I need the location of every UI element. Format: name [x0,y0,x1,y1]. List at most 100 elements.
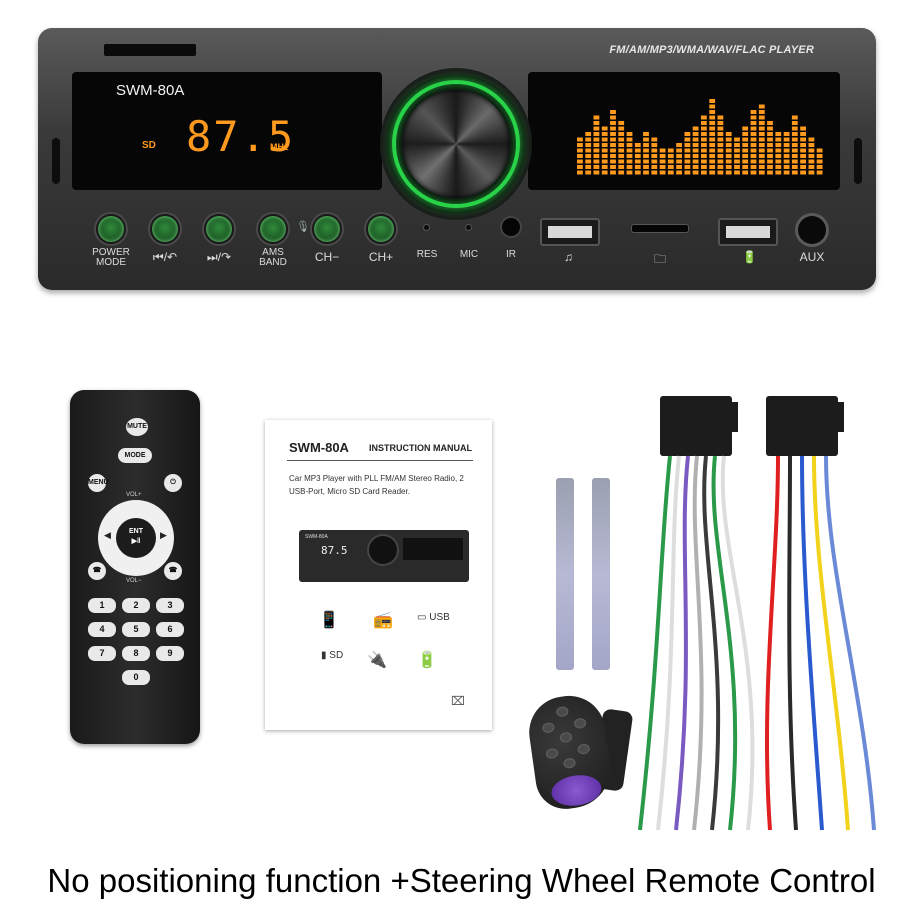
prev-track-button[interactable] [150,214,180,244]
remote-answer-call-button[interactable]: ☎ [88,562,106,580]
eq-bar-segment [791,132,798,136]
eq-bar-segment [593,121,600,125]
micro-sd-slot[interactable] [632,225,688,232]
remote-key-7[interactable]: 7 [88,646,116,661]
manual-feature-icons: 📱 📻 ▭ USB ▮ SD 🔌 🔋 [319,610,459,700]
dpad-right-icon[interactable]: ▶ [160,530,167,540]
knob-led-ring [392,80,520,208]
remote-key-9[interactable]: 9 [156,646,184,661]
remote-key-1[interactable]: 1 [88,598,116,613]
eq-bar-segment [734,143,740,147]
eq-bar-segment [593,137,600,142]
remote-key-5[interactable]: 5 [122,622,150,637]
eq-bar-segment [701,115,707,120]
remote-key-0[interactable]: 0 [122,670,150,685]
eq-bar-segment [692,137,699,142]
manual-title: INSTRUCTION MANUAL [369,443,472,453]
eq-bar-segment [610,121,616,125]
eq-bar-segment [684,148,691,153]
eq-bar-segment [758,126,765,131]
eq-bar-segment [808,154,815,158]
prev-track-label: ⏮/↶ [152,250,178,264]
eq-bar-segment [717,154,724,158]
remote-key-8[interactable]: 8 [122,646,150,661]
eq-bar-segment [618,170,625,175]
dpad-left-icon[interactable]: ◀ [104,530,111,540]
remote-menu-button[interactable]: MENU [88,474,109,492]
eq-bar-segment [618,121,625,125]
remote-key-2[interactable]: 2 [122,598,150,613]
remote-power-button[interactable]: ⏻ [164,474,182,492]
eq-bar-segment [808,165,815,169]
volume-knob[interactable] [402,90,510,198]
remote-key-4[interactable]: 4 [88,622,116,637]
eq-bar-segment [610,159,616,164]
usb-port-music[interactable] [540,218,600,246]
steering-remote-dial[interactable] [549,772,604,809]
steer-button-7[interactable] [562,757,577,769]
steer-button-5[interactable] [545,747,559,760]
eq-bar-segment [758,165,765,169]
reset-hole[interactable] [424,225,429,230]
channel-down-button[interactable] [312,214,342,244]
eq-bar-segment [692,148,699,153]
manual-description: Car MP3 Player with PLL FM/AM Stereo Rad… [289,474,464,496]
steer-button-2[interactable] [541,721,556,734]
eq-bar-segment [816,159,823,164]
usb-icon-label: USB [429,612,450,623]
eq-bar-segment [750,132,757,136]
eq-bar-segment [626,159,633,164]
remote-dpad[interactable]: ◀ ▶ ENT ▶‖ [98,500,174,576]
eq-bar-segment [816,170,823,175]
eq-bar-segment [684,137,691,142]
steer-button-3[interactable] [573,717,587,730]
eq-bar-segment [626,137,633,142]
eq-bar-segment [610,115,616,120]
power-mode-button[interactable] [96,214,126,244]
aux-jack[interactable] [798,216,826,244]
eq-bar-segment [676,159,682,164]
eq-bar-segment [758,170,765,175]
eq-bar-segment [684,159,691,164]
remote-key-6[interactable]: 6 [156,622,184,637]
instruction-manual: SWM-80A INSTRUCTION MANUAL Car MP3 Playe… [265,420,492,730]
usb-port-charge[interactable] [718,218,778,246]
eq-bar-segment [676,170,682,175]
eq-bar-segment [709,110,716,114]
next-track-button[interactable] [204,214,234,244]
steer-button-1[interactable] [555,705,569,718]
eq-bar-segment [791,126,798,131]
removal-key-left [556,478,574,670]
eq-bar-segment [783,148,790,153]
eq-bar-segment [717,165,724,169]
aux-cable-icon: 🔌 [367,652,387,669]
steer-button-6[interactable] [577,743,591,755]
eq-bar-segment [610,170,616,175]
harness-connector-right [766,396,838,456]
eq-bar-segment [701,165,707,169]
eq-bar-segment [643,170,649,175]
eq-bar-segment [651,143,658,147]
eq-bar-segment [659,165,666,169]
eq-bar-segment [659,154,666,158]
remote-enter-button[interactable]: ENT ▶‖ [116,518,156,558]
eq-bar-segment [767,170,773,175]
ams-band-button[interactable] [258,214,288,244]
remote-key-3[interactable]: 3 [156,598,184,613]
eq-bar-segment [783,132,790,136]
eq-bar-segment [634,165,641,169]
eq-bar-segment [643,159,649,164]
remote-mute-button[interactable]: MUTE [126,418,148,436]
remote-hangup-button[interactable]: ☎ [164,562,182,580]
channel-down-label: CH− [314,250,340,264]
eq-bar-segment [742,137,749,142]
eq-bar-segment [692,132,699,136]
eq-bar-segment [676,143,682,147]
channel-up-button[interactable] [366,214,396,244]
steer-button-4[interactable] [559,731,573,744]
remote-mode-button[interactable]: MODE [118,448,152,463]
eq-bar-segment [610,110,616,114]
eq-bar-segment [692,165,699,169]
harness-wire [720,455,755,831]
eq-bar-segment [618,137,625,142]
